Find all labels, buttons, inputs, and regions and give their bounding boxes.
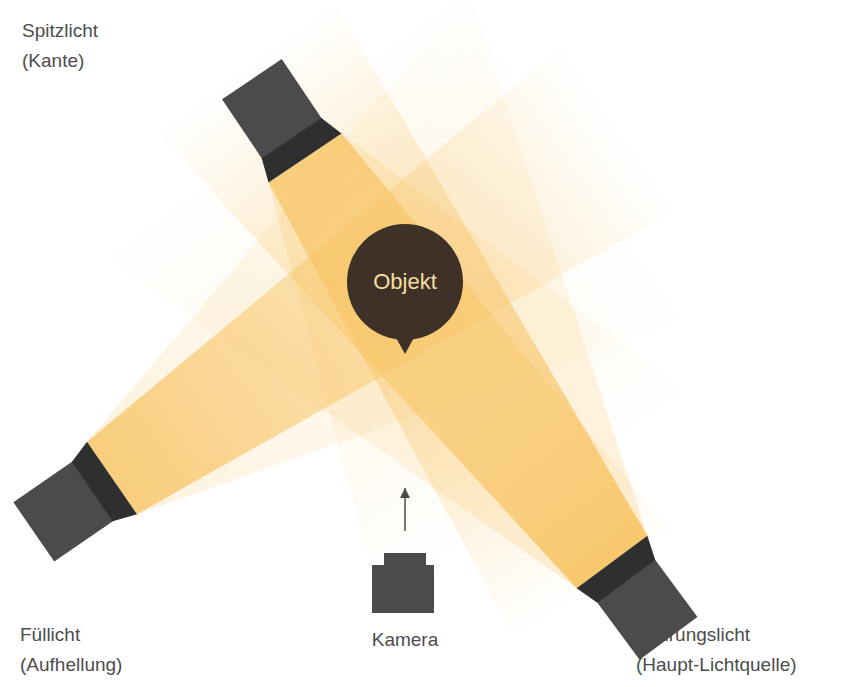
light-label: Füllicht (Aufhellung) <box>20 620 135 680</box>
key-light-beam <box>58 0 797 687</box>
fill-light-beam <box>0 0 736 643</box>
light-label: Führungslicht (Haupt-Lichtquelle) <box>636 620 806 680</box>
object-circle: Objekt <box>347 224 463 340</box>
light-label: Spitzlicht (Kante) <box>22 16 117 76</box>
camera-icon <box>340 545 470 617</box>
camera-node: Kamera <box>334 545 476 655</box>
rim-light-lamp <box>215 55 341 183</box>
fill-light-lamp <box>9 442 137 568</box>
object-circle-shape <box>347 224 463 340</box>
camera-top <box>384 553 426 567</box>
key-light-lamp <box>577 536 704 665</box>
camera-body <box>372 565 434 613</box>
camera-label: Kamera <box>334 625 476 655</box>
camera-direction-arrow <box>404 488 406 531</box>
object-label: Objekt <box>373 268 437 296</box>
